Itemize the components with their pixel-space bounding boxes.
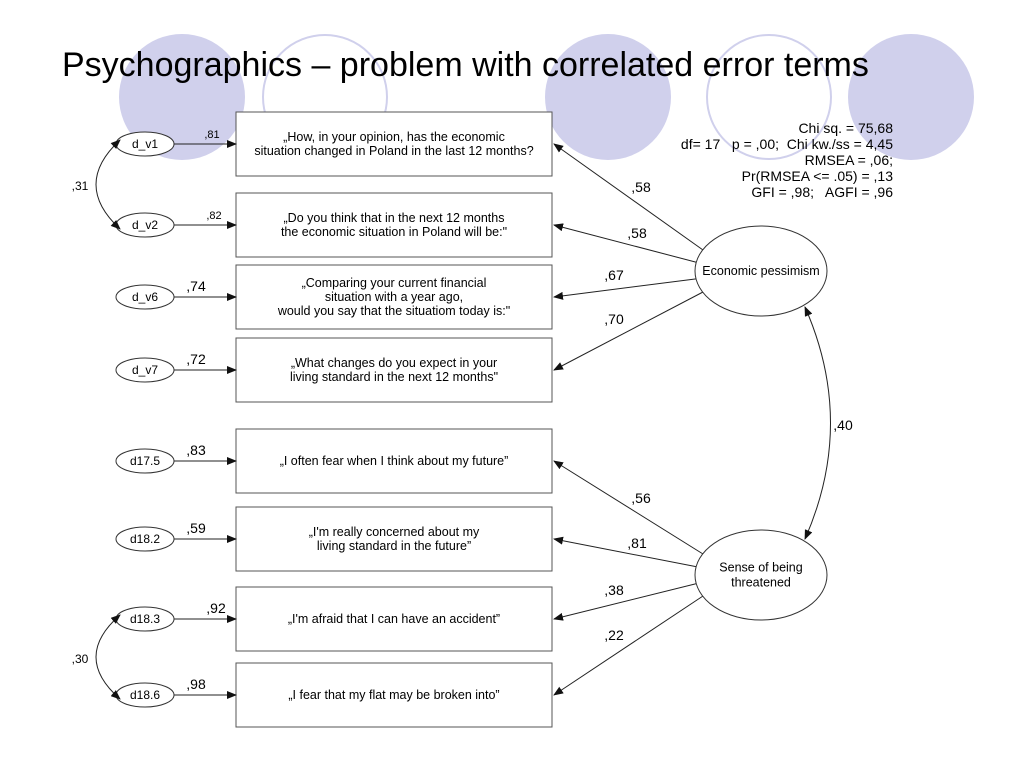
loading-label: ,58	[631, 179, 651, 195]
error-term-label: d_v2	[132, 218, 158, 232]
error-correlation-label: ,30	[72, 652, 89, 666]
error-term-label: d_v1	[132, 137, 158, 151]
indicator-box	[235, 662, 553, 728]
latent-variable-oval	[694, 225, 828, 317]
error-correlation-label: ,31	[72, 179, 89, 193]
indicator-text: „Do you think that in the next 12 months	[284, 211, 505, 225]
latent-variable-label: Economic pessimism	[702, 264, 819, 278]
error-loading-label: ,98	[186, 676, 206, 692]
error-loading-label: ,74	[186, 278, 206, 294]
indicator-text: „How, in your opinion, has the economic	[283, 130, 505, 144]
decor-circle-5	[848, 34, 974, 160]
fit-stat-line: df= 17 p = ,00; Chi kw./ss = 4,45	[680, 136, 893, 152]
indicator-box	[235, 111, 553, 177]
error-loading-label: ,72	[186, 351, 206, 367]
loading-path-arrow	[553, 460, 704, 555]
indicator-text: the economic situation in Poland will be…	[281, 225, 507, 239]
loading-label: ,22	[604, 627, 624, 643]
indicator-text: „I fear that my flat may be broken into”	[288, 688, 499, 702]
loading-label: ,56	[631, 490, 651, 506]
error-loading-label: ,81	[204, 129, 219, 141]
error-loading-label: ,83	[186, 442, 206, 458]
indicator-box	[235, 337, 553, 403]
error-correlation-arrow	[95, 614, 121, 700]
loading-label: ,81	[627, 535, 647, 551]
error-correlation-arrow	[95, 139, 121, 230]
error-term-label: d18.3	[130, 612, 160, 626]
indicator-text: situation with a year ago,	[325, 290, 463, 304]
loading-path-arrow	[553, 277, 704, 300]
fit-stat-line: RMSEA = ,06;	[804, 152, 893, 168]
indicator-text: would you say that the situatiom today i…	[277, 304, 510, 318]
loading-label: ,67	[604, 267, 624, 283]
indicator-text: „I often fear when I think about my futu…	[280, 454, 509, 468]
loading-label: ,38	[604, 582, 624, 598]
loading-path-arrow	[553, 291, 704, 371]
error-loading-label: ,82	[206, 210, 221, 222]
slide-title: Psychographics – problem with correlated…	[62, 46, 869, 84]
error-term-label: d18.6	[130, 688, 160, 702]
loading-path-arrow	[553, 143, 704, 251]
indicator-text: „I'm afraid that I can have an accident”	[288, 612, 500, 626]
error-term-label: d18.2	[130, 532, 160, 546]
error-term-label: d_v7	[132, 363, 158, 377]
indicator-text: „I'm really concerned about my	[309, 525, 480, 539]
indicator-box	[235, 192, 553, 258]
loading-label: ,58	[627, 225, 647, 241]
decor-circle-4	[706, 34, 832, 160]
loading-path-arrow	[553, 595, 704, 696]
loading-path-arrow	[553, 581, 704, 621]
indicator-text: situation changed in Poland in the last …	[254, 144, 533, 158]
loading-label: ,70	[604, 311, 624, 327]
error-loading-label: ,92	[206, 600, 226, 616]
fit-stat-line: Pr(RMSEA <= .05) = ,13	[741, 168, 893, 184]
latent-variable-oval	[694, 529, 828, 621]
error-term-label: d17.5	[130, 454, 160, 468]
latent-variable-label: Sense of being	[719, 561, 802, 575]
decor-circle-3	[545, 34, 671, 160]
loading-path-arrow	[553, 536, 704, 569]
fit-stat-line: GFI = ,98; AGFI = ,96	[751, 184, 893, 200]
indicator-box	[235, 506, 553, 572]
error-term-label: d_v6	[132, 290, 158, 304]
latent-variable-label: threatened	[731, 576, 791, 590]
fit-statistics: Chi sq. = 75,68 df= 17 p = ,00; Chi kw./…	[580, 120, 893, 200]
indicator-text: living standard in the future”	[317, 539, 471, 553]
indicator-text: „What changes do you expect in your	[291, 356, 497, 370]
loading-path-arrow	[553, 223, 704, 265]
fit-stat-line: Chi sq. = 75,68	[798, 120, 893, 136]
indicator-text: „Comparing your current financial	[302, 276, 487, 290]
indicator-text: living standard in the next 12 months"	[290, 370, 498, 384]
latent-correlation-arrow	[804, 306, 831, 540]
indicator-box	[235, 586, 553, 652]
latent-correlation-label: ,40	[833, 417, 853, 433]
indicator-box	[235, 264, 553, 330]
error-loading-label: ,59	[186, 520, 206, 536]
